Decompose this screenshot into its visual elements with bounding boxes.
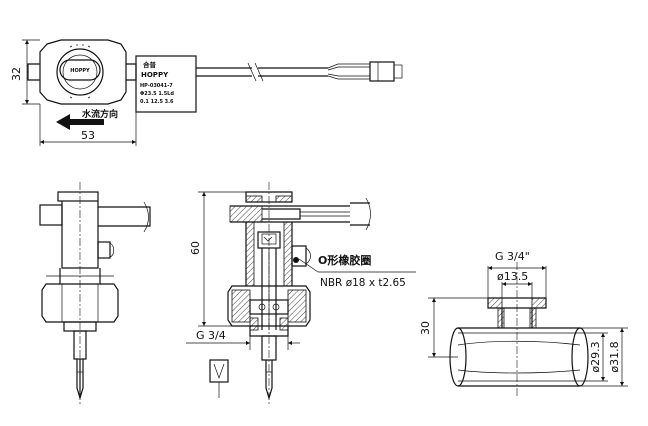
flow-arrow — [56, 114, 104, 130]
side-view — [39, 182, 151, 405]
brand-cn: 合普 — [142, 60, 157, 69]
thread-label-g34: G 3/4 — [196, 329, 226, 342]
dim-60: 60 — [189, 241, 202, 255]
plate-line-1: HP-03041-7 — [140, 83, 173, 89]
pipe-view: G 3/4" ø13.5 30 ø29.3 ø31.8 — [419, 250, 628, 398]
hex-nut-circle — [56, 48, 104, 96]
cable — [196, 67, 252, 77]
dim-13-5: ø13.5 — [497, 270, 528, 283]
dim-29-3: ø29.3 — [589, 341, 602, 372]
logo-plate — [59, 59, 101, 81]
o-ring-spec: NBR ø18 x t2.65 — [320, 277, 406, 289]
pipe-thread-label: G 3/4" — [495, 250, 530, 263]
label-plate — [135, 55, 197, 113]
o-ring-marker — [293, 257, 299, 263]
logo-text: HOPPY — [70, 68, 90, 74]
sensor-body-outline — [39, 39, 127, 105]
section-view: 60 G 3/4 O形橡胶圈 NBR ø18 x t2.65 — [186, 182, 416, 405]
connector-plug — [369, 61, 395, 82]
top-view: HOPPY 合普 HOPPY HP-03041-7 Φ23.5 1.5Ld 0.… — [10, 39, 403, 146]
dim-53: 53 — [81, 129, 95, 142]
dim-31-8: ø31.8 — [608, 341, 621, 372]
pipe-body — [458, 327, 580, 387]
plate-line-2: Φ23.5 1.5Ld — [140, 91, 174, 97]
brand-en: HOPPY — [141, 71, 169, 79]
plate-line-3: 0.1 12.5 3.6 — [140, 99, 174, 105]
o-ring-title: O形橡胶圈 — [318, 253, 371, 267]
dim-32: 32 — [10, 67, 23, 81]
flow-direction-label: 水流方向 — [82, 108, 118, 120]
dim-30: 30 — [419, 321, 432, 335]
hex-nut — [41, 283, 119, 323]
